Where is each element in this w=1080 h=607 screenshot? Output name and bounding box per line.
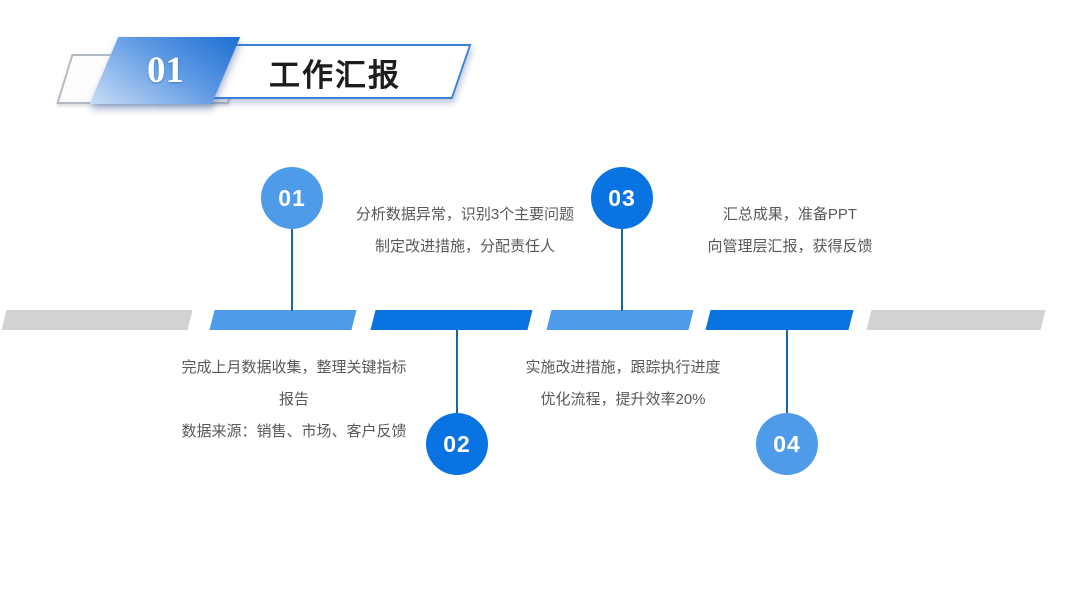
connector-line-step-01 (291, 227, 293, 311)
step-02-line-1: 分析数据异常，识别3个主要问题 (355, 206, 575, 223)
milestone-number-02: 02 (443, 430, 471, 457)
milestone-number-04: 04 (773, 430, 801, 457)
section-number: 01 (146, 50, 184, 91)
step-01-line-1: 完成上月数据收集，整理关键指标 (181, 359, 407, 376)
timeline-segment-1 (1, 310, 193, 330)
milestone-number-01: 01 (278, 184, 306, 211)
milestone-circle-03: 03 (591, 167, 653, 229)
timeline-segment-3 (370, 310, 533, 330)
step-02-line-2: 制定改进措施，分配责任人 (374, 238, 555, 255)
step-03-line-2: 优化流程，提升效率20% (540, 391, 706, 408)
step-04-line-1: 汇总成果，准备PPT (722, 206, 858, 223)
step-01-line-2: 报告 (278, 391, 309, 408)
timeline-segment-6 (866, 310, 1046, 330)
timeline-segment-4 (546, 310, 694, 330)
step-02-description: 分析数据异常，识别3个主要问题 制定改进措施，分配责任人 (315, 199, 615, 263)
connector-line-step-03 (621, 227, 623, 311)
step-04-description: 汇总成果，准备PPT 向管理层汇报，获得反馈 (640, 199, 940, 263)
milestone-number-03: 03 (608, 184, 636, 211)
timeline-segment-5 (705, 310, 854, 330)
step-03-line-1: 实施改进措施，跟踪执行进度 (525, 359, 721, 376)
page-title: 工作汇报 (269, 58, 401, 93)
milestone-circle-01: 01 (261, 167, 323, 229)
connector-line-step-04 (786, 330, 788, 414)
milestone-circle-04: 04 (756, 413, 818, 475)
connector-line-step-02 (456, 330, 458, 414)
step-01-line-3: 数据来源：销售、市场、客户反馈 (181, 423, 407, 440)
step-01-description: 完成上月数据收集，整理关键指标 报告 数据来源：销售、市场、客户反馈 (144, 352, 444, 448)
timeline-segment-2 (209, 310, 357, 330)
step-04-line-2: 向管理层汇报，获得反馈 (707, 238, 873, 255)
milestone-circle-02: 02 (426, 413, 488, 475)
step-03-description: 实施改进措施，跟踪执行进度 优化流程，提升效率20% (473, 352, 773, 416)
